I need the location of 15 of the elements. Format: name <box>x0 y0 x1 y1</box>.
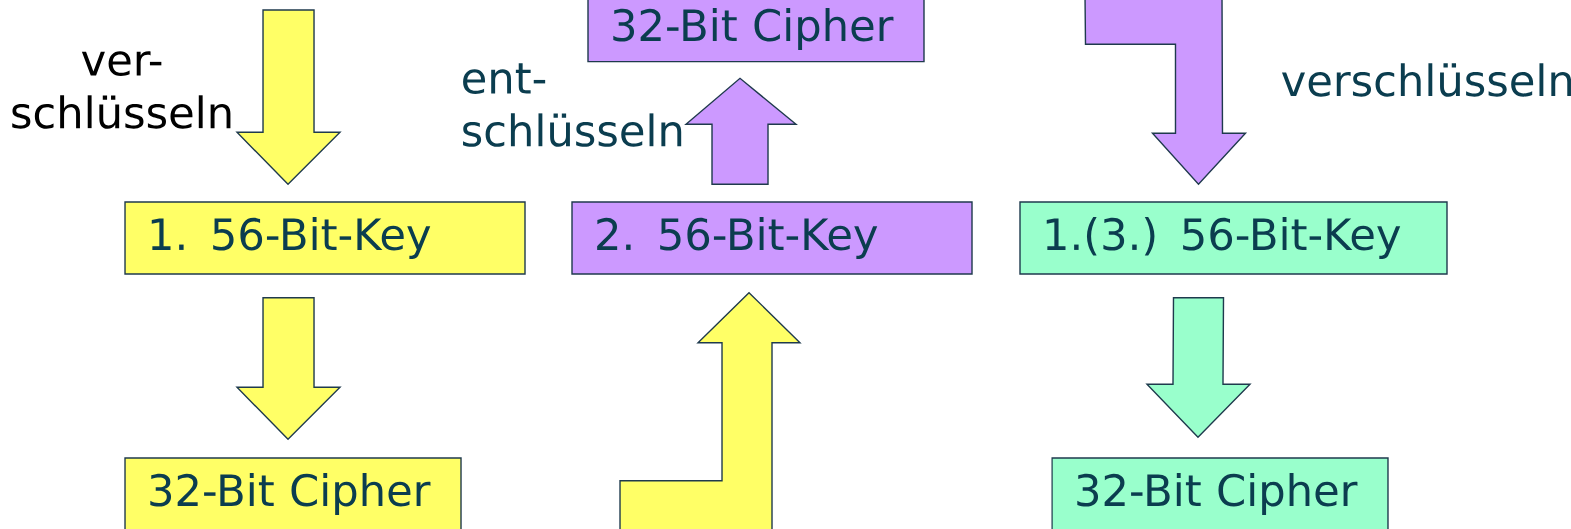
key-box: 1.(3.) 56-Bit-Key <box>1019 201 1448 275</box>
edge-label: verschlüsseln <box>1281 63 1571 97</box>
block-arrow <box>235 9 342 186</box>
block-arrow <box>1145 297 1252 439</box>
block-arrow <box>1084 0 1248 186</box>
edge-label: ver- schlüsseln <box>12 51 231 129</box>
block-arrow <box>684 77 798 185</box>
key-box: 32-Bit Cipher <box>1051 457 1389 529</box>
key-box: 32-Bit Cipher <box>587 0 925 63</box>
key-box: 32-Bit Cipher <box>124 457 462 529</box>
edge-label: ent- schlüsseln <box>463 63 682 147</box>
key-box: 1. 56-Bit-Key <box>124 201 526 275</box>
block-arrow <box>235 297 342 441</box>
block-arrow <box>619 291 802 529</box>
key-box: 2. 56-Bit-Key <box>571 201 973 275</box>
